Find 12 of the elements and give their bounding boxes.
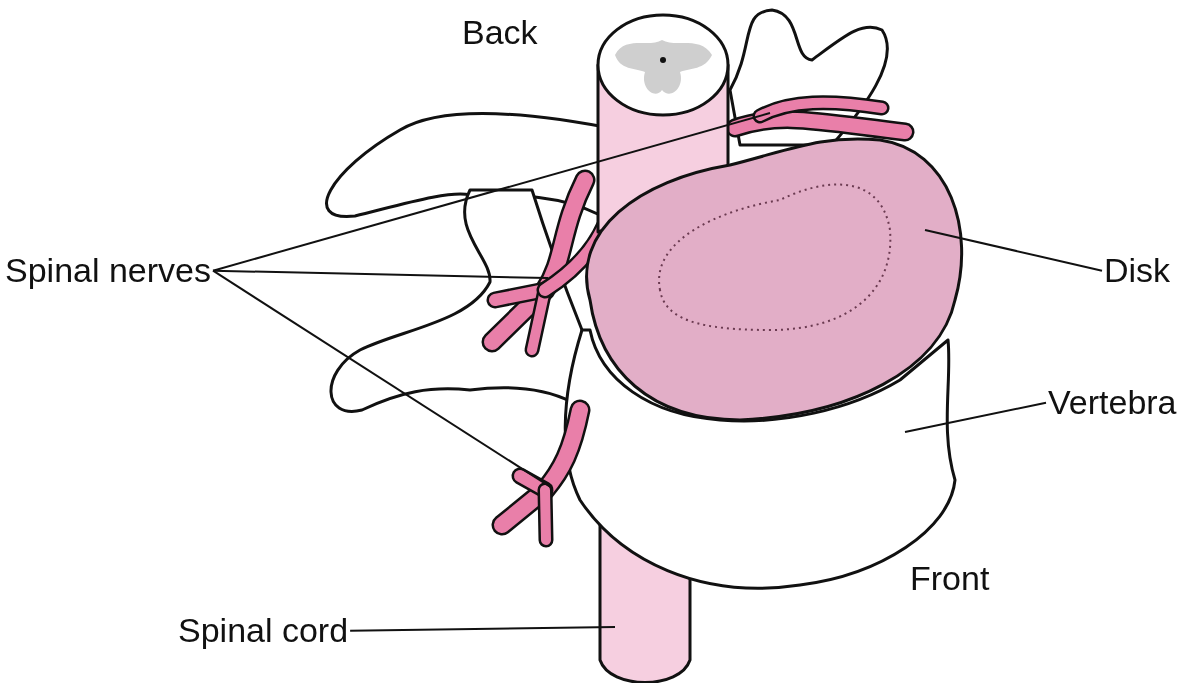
leader-line	[904, 401, 1047, 433]
leader-line	[212, 112, 771, 272]
part-label: Spinal cord	[178, 612, 349, 650]
orientation-label: Front	[910, 560, 990, 598]
leader-line	[349, 626, 616, 632]
part-label: Disk	[1104, 252, 1171, 290]
orientation-label: Back	[462, 14, 538, 52]
leader-line	[212, 269, 553, 489]
part-label: Vertebra	[1048, 384, 1177, 422]
leader-line	[212, 269, 549, 279]
part-label: Spinal nerves	[5, 252, 211, 290]
leader-line	[924, 229, 1103, 272]
